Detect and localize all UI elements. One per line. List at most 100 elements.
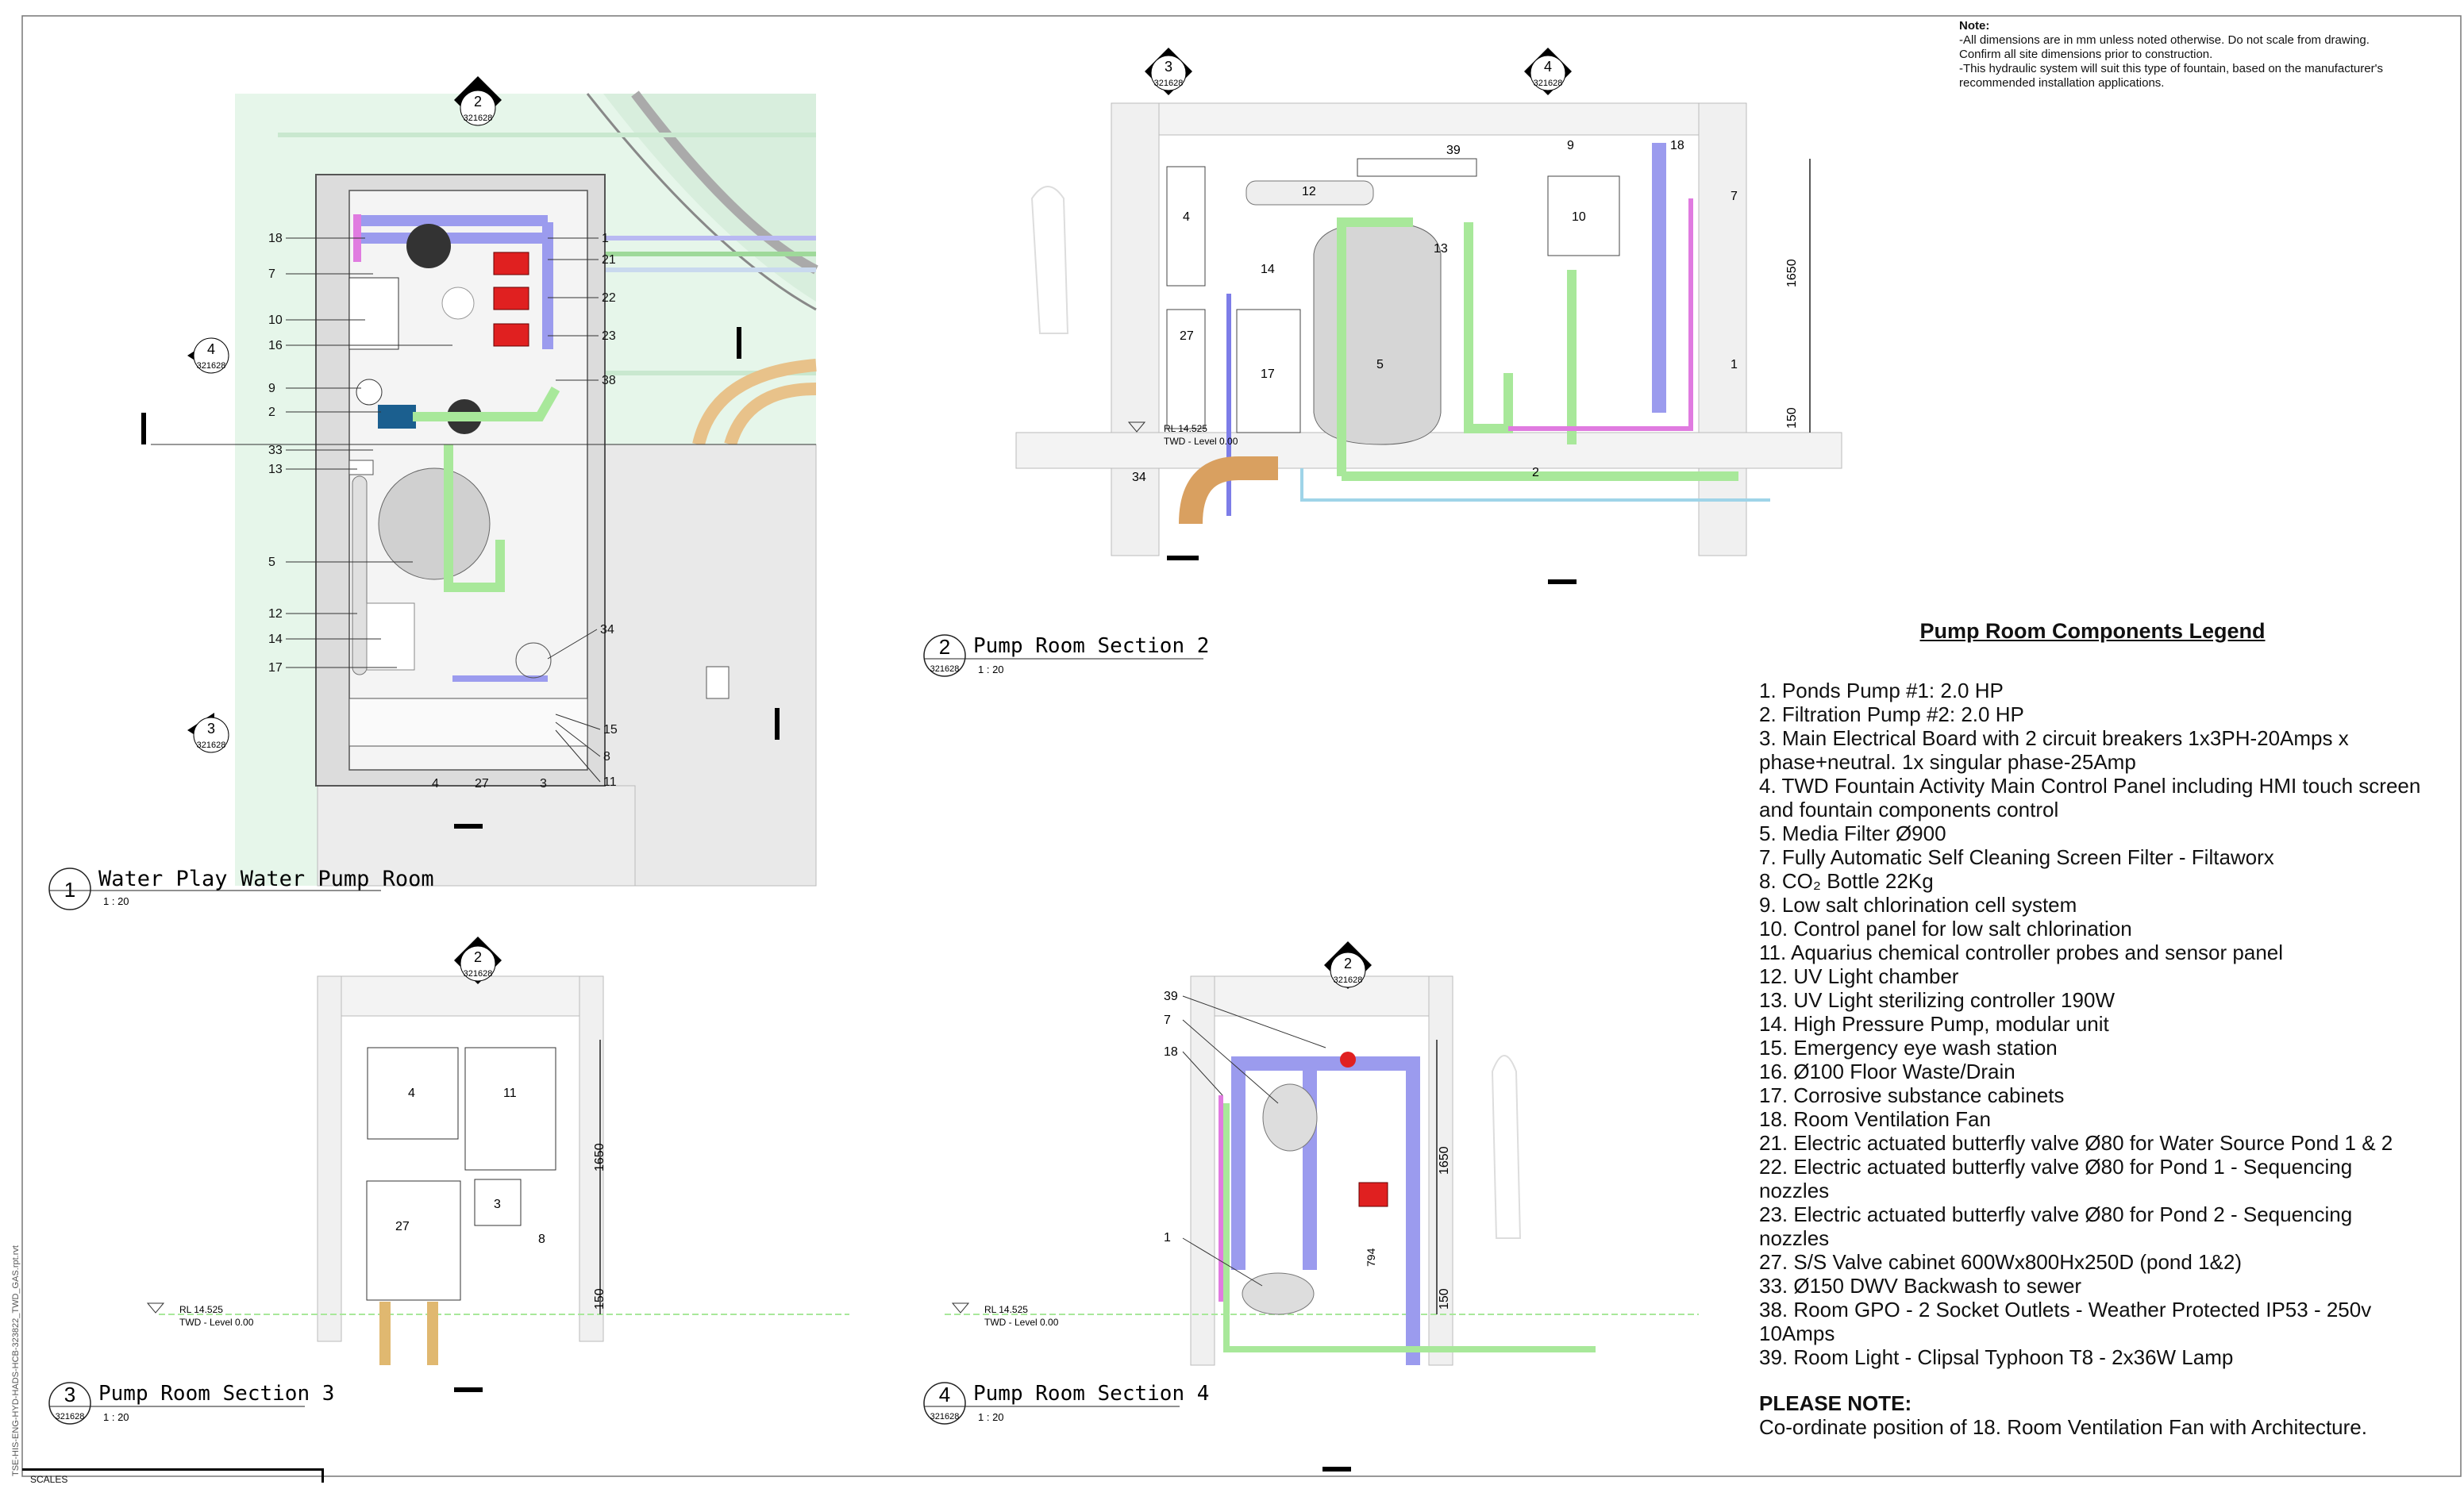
legend-item: 38. Room GPO - 2 Socket Outlets - Weathe… [1759,1298,2372,1345]
section-tick [141,413,146,444]
floor-drain [441,287,475,320]
legend-list: 1. Ponds Pump #1: 2.0 HP 2. Filtration P… [1759,679,2426,1369]
tag-label: 1 [602,232,609,245]
pipe-orange [724,383,817,447]
tag-label: 4 [432,777,439,791]
site-fixture [706,666,730,699]
pipe-blue [1300,468,1770,502]
uv-chamber-12 [352,475,368,675]
uv-controller-13 [348,460,374,475]
tag-label: 1 [1164,1231,1171,1245]
view-scale: 1 : 20 [978,1411,1004,1423]
view-sheet: 321628 [930,1412,960,1422]
level-marker [146,1302,165,1314]
tag-label: 18 [1164,1045,1178,1059]
section-4-view: 1650 150 794 RL 14.525 TWD - Level 0.00 [945,975,1699,1472]
legend-item: 33. Ø150 DWV Backwash to sewer [1759,1274,2082,1298]
tag-label: 7 [1164,1014,1171,1027]
view-number: 2 [939,635,950,659]
marker-sheet: 321628 [464,113,493,123]
legend-item: 21. Electric actuated butterfly valve Ø8… [1759,1131,2393,1155]
leader-lines [286,237,601,783]
tag-label: 13 [1434,242,1448,256]
tag-label: 3 [494,1198,501,1211]
dim-1650: 1650 [1785,259,1799,287]
pipe-green [413,387,560,421]
marker-num: 4 [207,341,215,357]
view-sheet: 321628 [930,664,960,674]
tag-label: 39 [1446,144,1461,157]
legend-item: 27. S/S Valve cabinet 600Wx800Hx250D (po… [1759,1250,2242,1274]
legend-item: 23. Electric actuated butterfly valve Ø8… [1759,1202,2353,1250]
valve-cabinet-plan [348,698,588,747]
tag-label: 21 [602,253,616,267]
tag-label: 5 [268,556,275,569]
view-number: 1 [64,878,75,902]
view-number: 3 [64,1383,75,1406]
tag-label: 11 [603,775,617,789]
note-title: Note: [1959,19,1990,33]
uv-chamber-12 [1245,180,1374,206]
legend-item: 5. Media Filter Ø900 [1759,821,1946,845]
tag-label: 4 [1183,210,1190,224]
pipe-orange [379,1302,438,1365]
gravel-area [317,785,636,887]
eye-wash-34 [515,642,552,679]
legend-item: 9. Low salt chlorination cell system [1759,893,2077,917]
legend-item: 16. Ø100 Floor Waste/Drain [1759,1060,2015,1083]
view-number: 4 [939,1383,950,1406]
level-rl: RL 14.525 [984,1304,1028,1315]
tag-label: 12 [1302,185,1316,198]
valve [1340,1052,1356,1068]
view-title: Pump Room Section 3 [98,1382,334,1406]
section-tick [454,1387,483,1392]
chlorinator-9 [356,379,383,406]
tag-label: 5 [1376,358,1384,371]
wall-left [1190,975,1215,1366]
section-tick [1167,556,1199,560]
tag-label: 27 [1180,329,1194,343]
tag-label: 18 [268,232,283,245]
marker-num: 2 [474,94,482,110]
human-figure [1030,186,1069,334]
section-tick [775,708,780,740]
pipe-green [1223,1103,1596,1352]
note-line: recommended installation applications. [1959,76,2165,90]
please-note-text: Co-ordinate position of 18. Room Ventila… [1759,1415,2367,1439]
scales-label: SCALES [30,1474,68,1485]
ramp-area [603,94,816,302]
view-scale: 1 : 20 [103,1411,129,1423]
panel-11 [464,1047,556,1171]
pipe-green [444,444,505,592]
tag-label: 22 [602,291,616,305]
marker-sheet: 321628 [197,361,226,371]
dim-794: 794 [1365,1248,1377,1267]
section-tick [1322,1467,1351,1472]
sheet-border [21,15,2462,1477]
light-39 [1357,158,1477,177]
marker-num: 2 [474,949,482,965]
level-twd: TWD - Level 0.00 [179,1317,254,1328]
section-marker: 2 321628 [454,937,502,984]
legend-item: 15. Emergency eye wash station [1759,1036,2058,1060]
wall-right [1428,975,1453,1366]
view-title-1: 1 Water Play Water Pump Room 1 : 20 [48,867,434,910]
tag-label: 10 [268,314,283,327]
legend-item: 10. Control panel for low salt chlorinat… [1759,917,2132,941]
view-title: Pump Room Section 2 [973,634,1209,658]
tag-label: 7 [1731,190,1738,203]
pipe-orange [1179,456,1278,525]
pipe-purple [361,215,548,244]
marker-num: 2 [1344,956,1352,971]
legend-item: 2. Filtration Pump #2: 2.0 HP [1759,702,2024,726]
dim-150: 150 [1438,1288,1451,1310]
scales-box: SCALES [22,1468,324,1485]
dim-150: 150 [593,1288,606,1310]
legend-item: 13. UV Light sterilizing controller 190W [1759,988,2115,1012]
tag-label: 2 [268,406,275,419]
section-2-view: 1650 150 RL 14.525 TWD - Level 0.00 [1015,102,1842,584]
tag-label: 13 [268,463,283,476]
floor-slab [1015,432,1842,469]
legend-item: 39. Room Light - Clipsal Typhoon T8 - 2x… [1759,1345,2234,1369]
dim-1650: 1650 [1438,1146,1451,1175]
